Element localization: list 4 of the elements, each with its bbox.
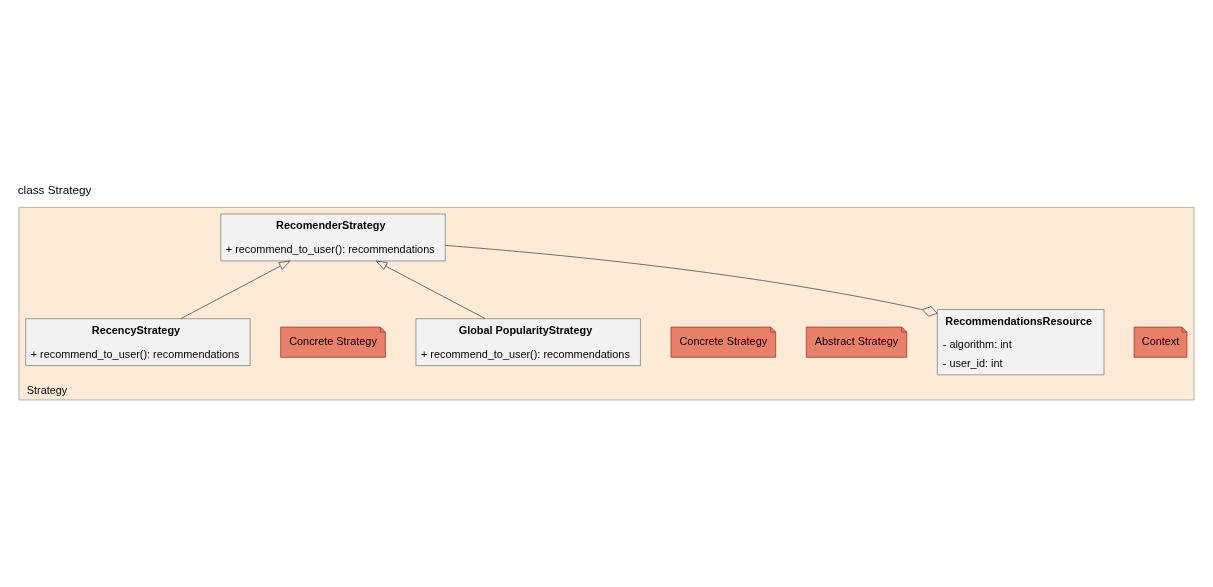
connector [444, 244, 938, 317]
diagram-title: class Strategy [17, 182, 92, 196]
arrow [375, 260, 486, 319]
arrow [180, 260, 291, 319]
